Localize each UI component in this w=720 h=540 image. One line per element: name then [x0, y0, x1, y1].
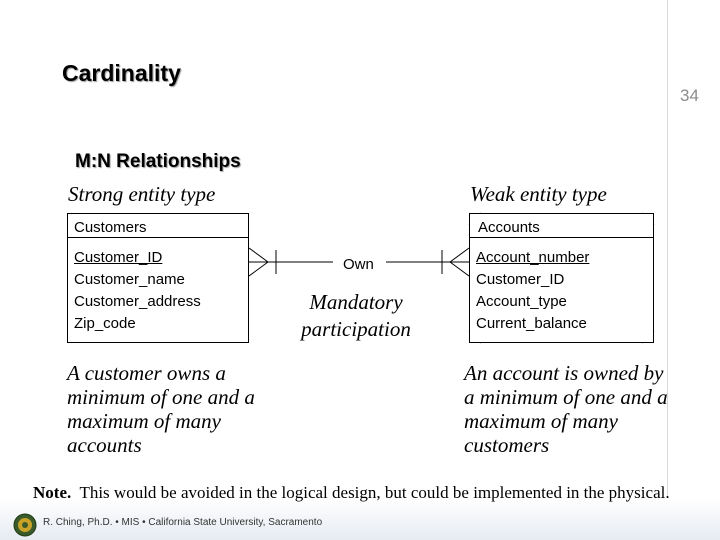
participation-label: Mandatory participation	[301, 290, 411, 341]
entity-customers-attributes: Customer_ID Customer_name Customer_addre…	[74, 247, 201, 335]
crows-foot-right-lower	[449, 261, 470, 277]
attribute-customer-name: Customer_name	[74, 271, 185, 288]
cardinality-description-left: A customer owns a minimum of one and a m…	[67, 361, 255, 457]
attribute-account-customer-id: Customer_ID	[476, 271, 565, 288]
note-body: This would be avoided in the logical des…	[79, 483, 670, 502]
entity-accounts: Accounts Account_number Customer_ID Acco…	[469, 213, 654, 343]
footer-text: R. Ching, Ph.D. • MIS • California State…	[43, 517, 323, 528]
slide-title: Cardinality	[62, 60, 181, 86]
cardinality-description-right: An account is owned by a minimum of one …	[464, 361, 668, 457]
right-margin-line	[667, 0, 668, 498]
relationship-name: Own	[343, 256, 374, 273]
crows-foot-right-upper	[449, 247, 470, 263]
page-number: 34	[680, 86, 699, 105]
entity-customers: Customers Customer_ID Customer_name Cust…	[67, 213, 249, 343]
strong-entity-label: Strong entity type	[68, 182, 216, 206]
crows-foot-left-lower	[248, 261, 269, 277]
note-text: Note. This would be avoided in the logic…	[33, 484, 693, 501]
entity-accounts-attributes: Account_number Customer_ID Account_type …	[476, 247, 589, 335]
attribute-customer-address: Customer_address	[74, 293, 201, 310]
weak-entity-label: Weak entity type	[470, 182, 607, 206]
attribute-account-number: Account_number	[476, 249, 590, 266]
crows-foot-left-upper	[248, 247, 269, 263]
attribute-customer-id: Customer_ID	[74, 249, 163, 266]
slide-subtitle: M:N Relationships	[75, 151, 241, 172]
attribute-zip-code: Zip_code	[74, 315, 136, 332]
footer-bar	[0, 498, 720, 540]
entity-accounts-name: Accounts	[470, 214, 653, 238]
note-label: Note.	[33, 483, 72, 502]
university-seal-icon	[13, 513, 37, 537]
attribute-current-balance: Current_balance	[476, 315, 587, 332]
entity-customers-name: Customers	[68, 214, 248, 238]
attribute-account-type: Account_type	[476, 293, 567, 310]
